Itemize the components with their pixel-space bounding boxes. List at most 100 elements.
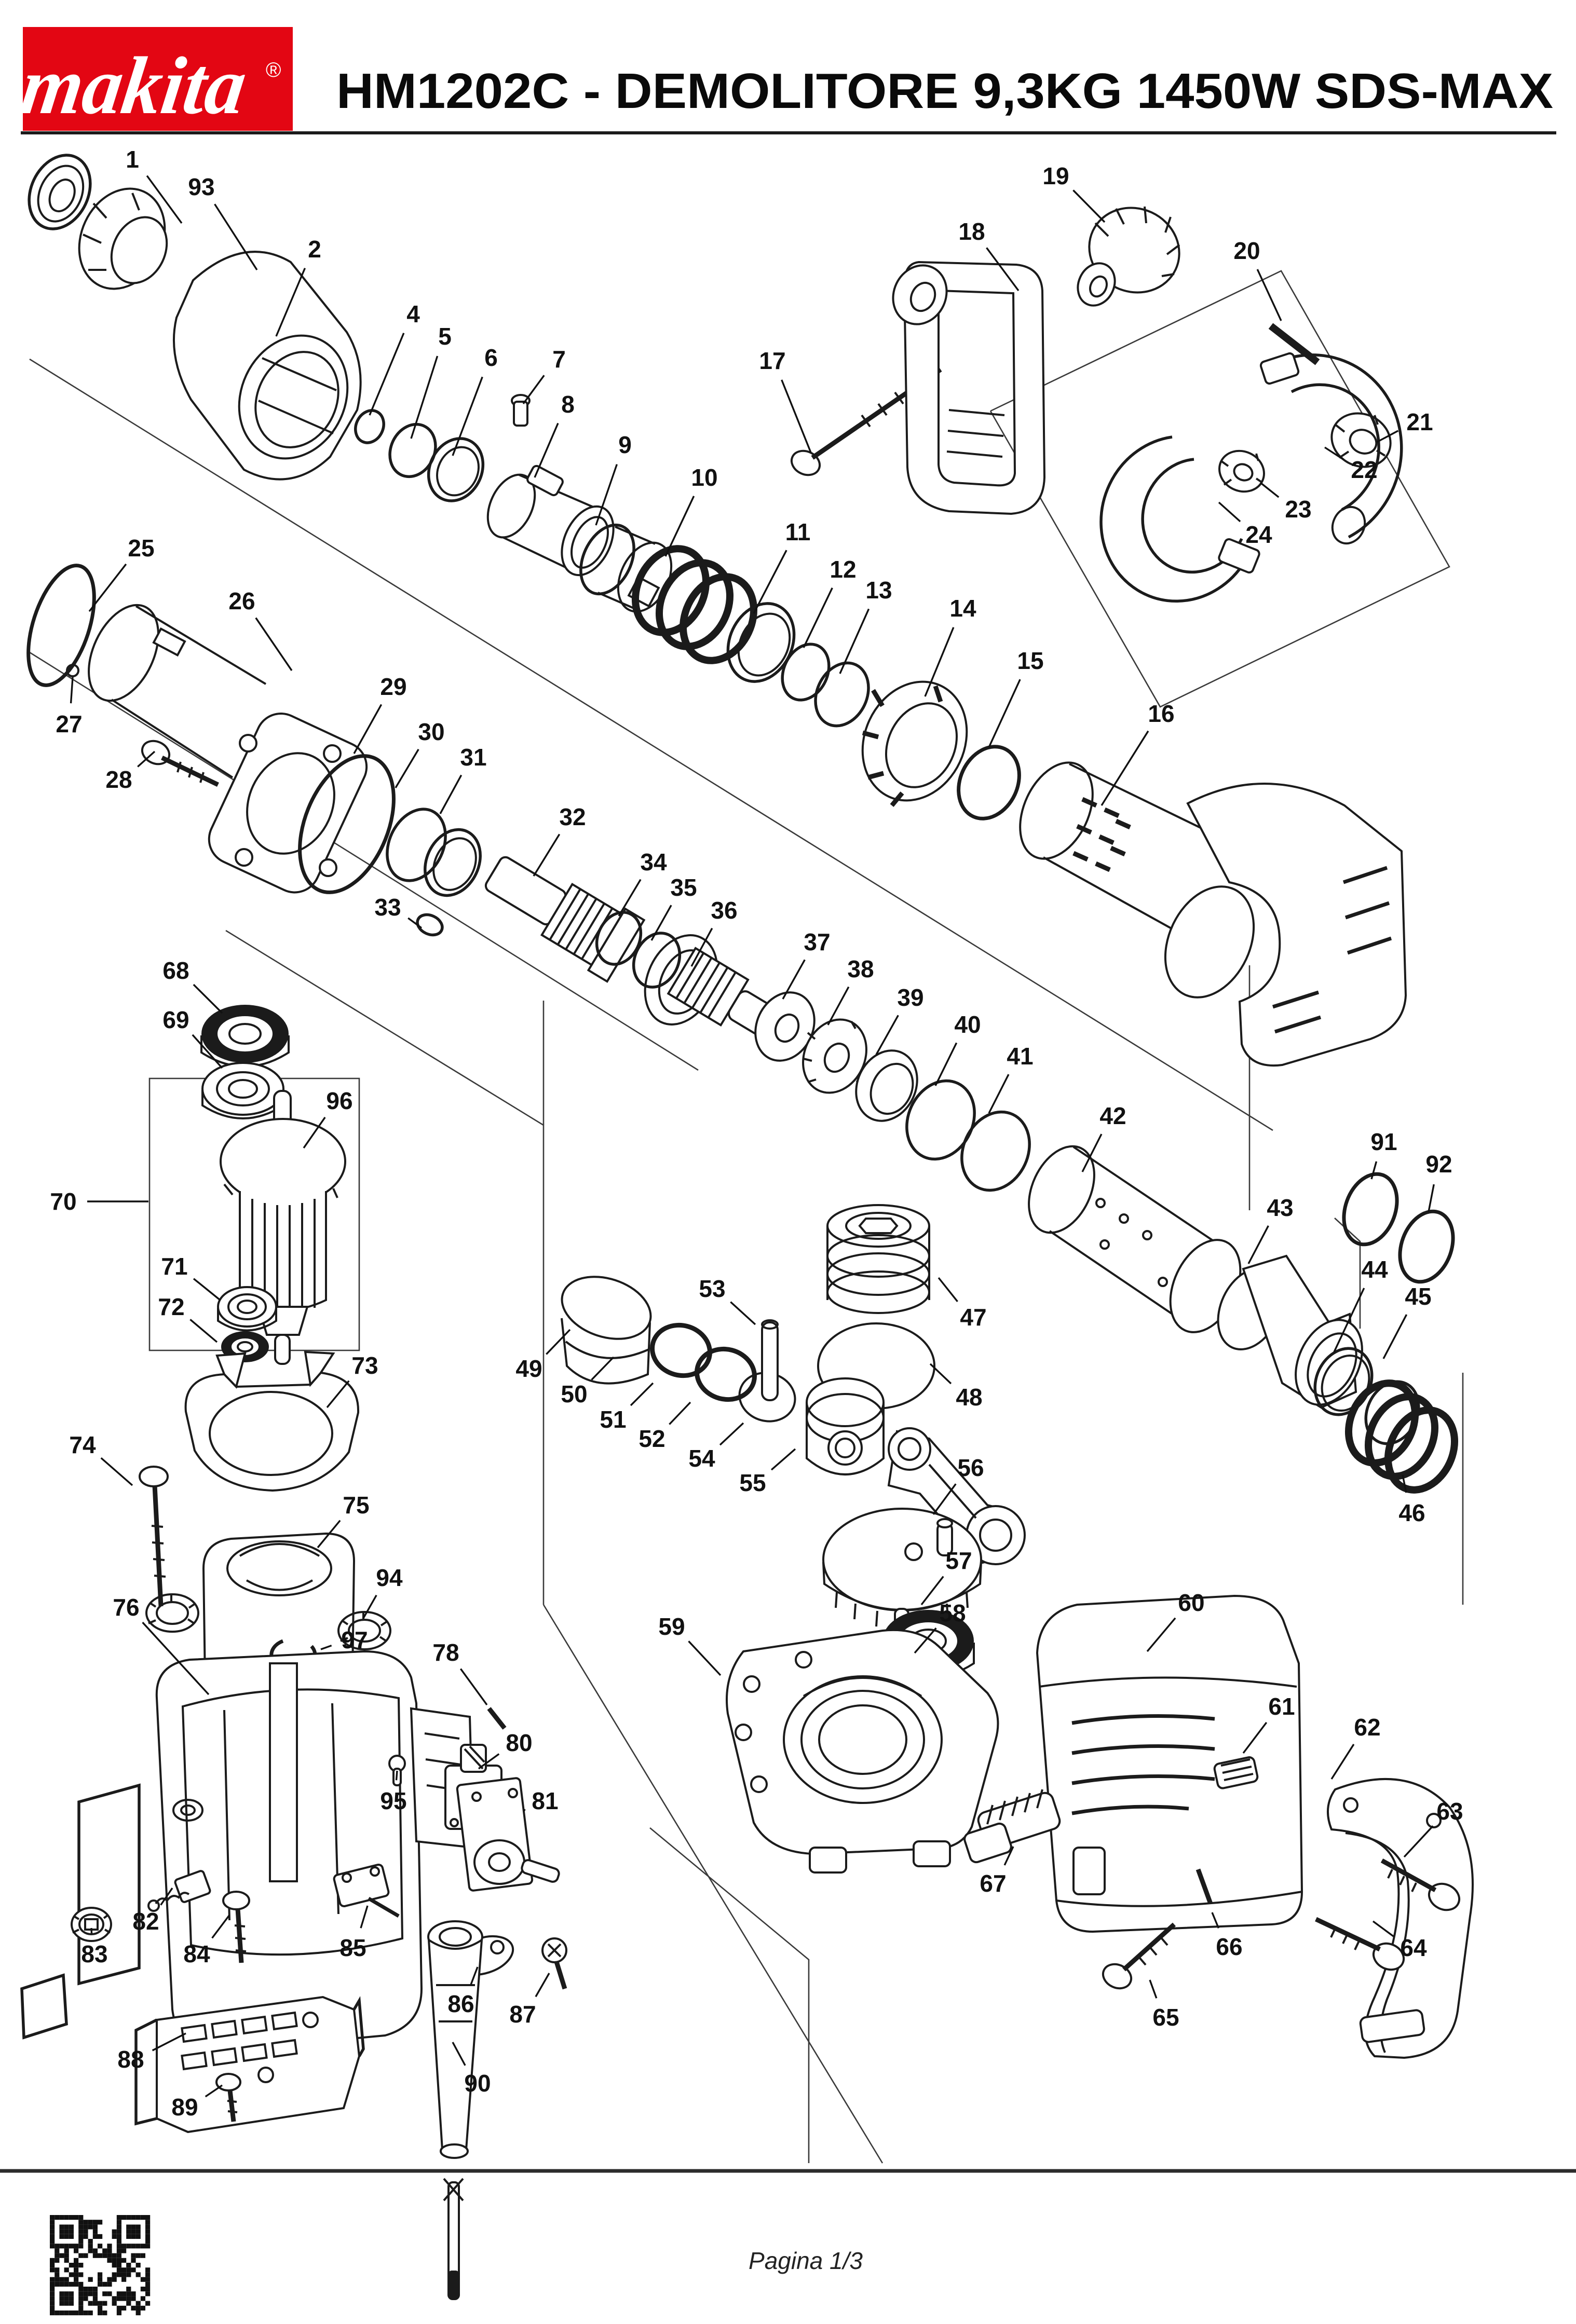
qr-module (50, 2244, 55, 2249)
part-barrel-16 (1019, 761, 1407, 1067)
qr-module (59, 2301, 64, 2306)
qr-module (140, 2215, 145, 2220)
registered-mark-icon: ® (266, 59, 281, 81)
part-callout-80: 80 (506, 1729, 532, 1756)
qr-module (50, 2224, 55, 2230)
part-leader-50 (591, 1356, 615, 1380)
part-screw-84 (222, 1891, 250, 1963)
makita-logo (23, 27, 293, 131)
part-oring-92 (1398, 1209, 1455, 1284)
qr-module (121, 2248, 127, 2253)
part-leader-22 (1324, 446, 1344, 460)
qr-module (55, 2272, 60, 2277)
part-leader-64 (1372, 1920, 1394, 1937)
part-callout-73: 73 (351, 1352, 378, 1379)
qr-module (145, 2234, 151, 2239)
part-screw-74 (139, 1466, 169, 1607)
part-callout-86: 86 (447, 1990, 474, 2017)
part-conrod-55 (887, 1427, 1026, 1565)
part-callout-95: 95 (380, 1787, 406, 1814)
qr-module (131, 2258, 136, 2263)
part-leader-37 (782, 959, 806, 1000)
qr-module (88, 2244, 93, 2249)
qr-module (74, 2258, 79, 2263)
qr-module (126, 2234, 131, 2239)
part-bearing-71 (217, 1286, 277, 1332)
qr-module (69, 2281, 74, 2287)
qr-module (64, 2244, 69, 2249)
qr-module (64, 2277, 69, 2282)
part-snap-ring-15 (957, 745, 1021, 821)
part-clamp-22 (1259, 352, 1403, 545)
part-leader-2 (275, 267, 306, 337)
qr-module (64, 2267, 69, 2273)
part-leader-41 (988, 1074, 1010, 1114)
qr-module (107, 2253, 112, 2258)
qr-module (78, 2234, 84, 2239)
qr-module (50, 2229, 55, 2234)
part-leader-71 (193, 1278, 221, 1301)
qr-module (116, 2215, 121, 2220)
qr-module (126, 2296, 131, 2301)
part-armature-96 (220, 1090, 346, 1365)
part-leader-23 (1259, 482, 1280, 498)
qr-module (55, 2267, 60, 2273)
part-callout-39: 39 (897, 984, 923, 1011)
qr-module (140, 2296, 145, 2301)
qr-module (50, 2291, 55, 2296)
part-leader-18 (986, 247, 1020, 292)
part-callout-32: 32 (559, 803, 586, 830)
part-callout-75: 75 (343, 1492, 369, 1519)
qr-module (126, 2287, 131, 2292)
part-spring-46 (1344, 1379, 1459, 1494)
part-callout-93: 93 (188, 173, 214, 200)
part-oring-25 (26, 564, 96, 687)
part-leader-72 (189, 1319, 218, 1343)
part-callout-8: 8 (561, 391, 575, 418)
qr-module (135, 2305, 141, 2311)
qr-module (59, 2291, 64, 2296)
qr-module (131, 2305, 136, 2311)
part-housing-26 (88, 604, 368, 894)
qr-module (78, 2311, 84, 2316)
part-callout-90: 90 (464, 2070, 491, 2097)
qr-module (64, 2234, 69, 2239)
part-screw-65 (1102, 1922, 1176, 1990)
header: makita ® HM1202C - DEMOLITORE 9,3KG 1450… (16, 27, 1556, 134)
part-callout-97: 97 (341, 1626, 368, 1653)
qr-module (78, 2224, 84, 2230)
part-leader-44 (1333, 1288, 1365, 1352)
part-callout-26: 26 (228, 587, 255, 614)
part-handle-62 (1326, 1778, 1474, 2059)
qr-module (112, 2277, 117, 2282)
part-leader-38 (827, 986, 850, 1026)
part-oring-91 (1342, 1172, 1399, 1247)
part-leader-59 (688, 1641, 722, 1676)
part-callout-47: 47 (960, 1304, 986, 1331)
qr-module (145, 2267, 151, 2273)
part-leader-11 (753, 550, 787, 614)
part-callout-30: 30 (418, 718, 444, 745)
part-callout-23: 23 (1285, 496, 1311, 523)
part-leader-93 (214, 203, 258, 270)
part-leader-35 (650, 905, 672, 941)
qr-module (116, 2263, 121, 2268)
part-controller-81 (456, 1777, 560, 1892)
qr-module (64, 2296, 69, 2301)
part-callout-34: 34 (640, 849, 667, 876)
part-callout-83: 83 (81, 1940, 107, 1967)
part-callout-72: 72 (158, 1293, 184, 1320)
qr-module (116, 2291, 121, 2296)
part-callout-89: 89 (171, 2094, 198, 2121)
qr-module (69, 2272, 74, 2277)
part-leader-58 (914, 1627, 937, 1654)
part-cone-cap (172, 251, 362, 481)
qr-module (59, 2281, 64, 2287)
qr-module (145, 2301, 151, 2306)
qr-module (83, 2253, 88, 2258)
part-leader-30 (395, 748, 419, 788)
part-leader-1 (146, 175, 183, 224)
part-screw-64 (1315, 1917, 1405, 1971)
part-callout-29: 29 (380, 673, 406, 700)
qr-module (116, 2229, 121, 2234)
